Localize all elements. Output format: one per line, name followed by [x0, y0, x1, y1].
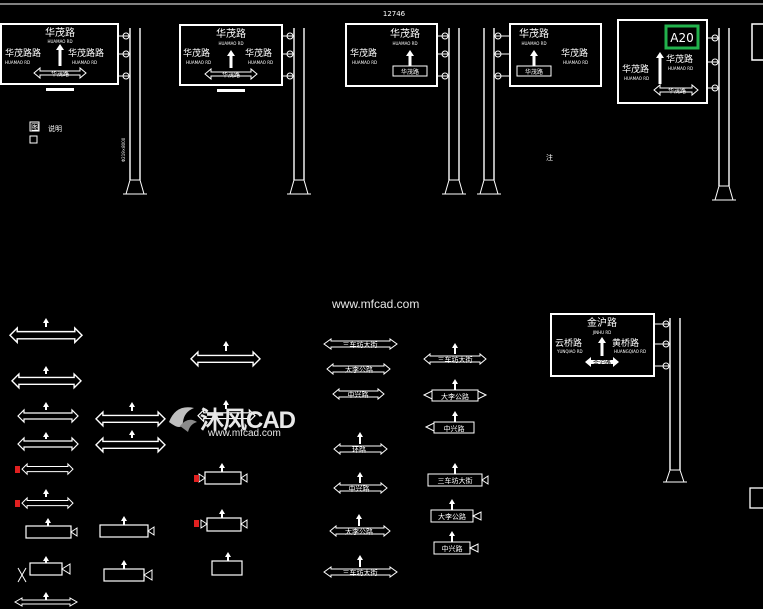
gantry-sign-1: 华茂路 HUAMAO RD 华茂路路 HUAMAO RD 华茂路路 HUAMAO… [0, 23, 147, 195]
sign5-right-road: 华茂路 [666, 53, 693, 65]
svg-text:三车坊大街: 三车坊大街 [438, 355, 473, 364]
sign2-ahead: 华茂路 [222, 71, 240, 79]
sign3-left-road-en: HUAMAO RD [352, 60, 377, 65]
col3-sign-3: 中兴路 [332, 387, 385, 401]
sign3-ahead: 华茂路 [401, 68, 419, 76]
col3-sign-1: 三车坊大街 [323, 338, 398, 350]
sign3-road-main: 华茂路 [390, 27, 420, 40]
watermark-logo-text: 沐风CAD [200, 407, 296, 434]
gantry-sign-5: A20 华茂路 HUAMAO RD 华茂路 HUAMAO RD 华茂路 [617, 19, 736, 201]
sign1-ahead: 华茂路 [51, 70, 69, 78]
sign1-left-road-en: HUAMAO RD [5, 60, 30, 65]
gantry-sign-4: 华茂路 HUAMAO RD 华茂路 HUAMAO RD 华茂路 [477, 23, 602, 195]
sign5-right-road-en: HUAMAO RD [668, 66, 693, 71]
pole-spec-1: Φ219×8000 [121, 137, 126, 162]
sign5-ahead: 华茂路 [668, 87, 686, 95]
small-signs-col4: 三车坊大街 大李公路 中兴路 三车坊大街 大李公路 中兴路 [422, 343, 489, 555]
svg-text:大李公路: 大李公路 [441, 392, 469, 401]
svg-text:中兴路: 中兴路 [442, 544, 463, 553]
col3-sign-2: 大李公路 [326, 362, 391, 376]
col4-sign-1: 三车坊大街 [423, 343, 487, 366]
sign2-road-main: 华茂路 [216, 27, 246, 40]
large-right-road: 黄桥路 [612, 337, 639, 349]
large-left-road-en: YUNQIAO RD [556, 349, 583, 354]
sign2-right-road-en: HUAMAO RD [248, 60, 273, 65]
col3-sign-6: 大李公路 [329, 514, 391, 538]
sign2-right-road: 华茂路 [245, 47, 272, 59]
sign3-left-road: 华茂路 [350, 47, 377, 59]
svg-text:三车坊大街: 三车坊大街 [343, 568, 378, 577]
large-road-main-en: JINHU RD [592, 330, 611, 335]
small-note: 注 [546, 153, 553, 162]
sign4-right-road: 华茂路 [561, 47, 588, 59]
svg-text:中兴路: 中兴路 [348, 390, 369, 399]
small-signs-col1 [9, 318, 83, 607]
col4-sign-5: 大李公路 [430, 499, 482, 523]
col3-sign-5: 中兴路 [333, 472, 388, 495]
svg-text:中兴路: 中兴路 [349, 484, 370, 493]
svg-text:环路: 环路 [352, 445, 366, 454]
col4-sign-4: 三车坊大街 [427, 463, 489, 487]
svg-text:三车坊大街: 三车坊大街 [343, 340, 378, 349]
col4-sign-6: 中兴路 [433, 531, 479, 555]
route-badge: A20 [670, 31, 693, 45]
gantry-sign-2: 华茂路 HUAMAO RD 华茂路 HUAMAO RD 华茂路 HUAMAO R… [179, 24, 311, 195]
large-ahead: 金沪路 [593, 359, 611, 367]
sign5-left-road: 华茂路 [622, 63, 649, 75]
watermark-url: www.mfcad.com [332, 297, 420, 311]
sign2-road-main-en: HUAMAO RD [218, 41, 243, 46]
col3-sign-7: 三车坊大街 [323, 555, 398, 578]
svg-text:三车坊大街: 三车坊大街 [438, 476, 473, 485]
watermark-logo-icon [166, 402, 200, 436]
small-signs-col2 [95, 402, 166, 582]
large-road-main: 金沪路 [587, 316, 617, 329]
small-signs-col2b [190, 341, 261, 576]
sign4-right-road-en: HUAMAO RD [563, 60, 588, 65]
sign4-road-main: 华茂路 [519, 27, 549, 40]
sign5-left-road-en: HUAMAO RD [624, 76, 649, 81]
sign4-road-main-en: HUAMAO RD [521, 41, 546, 46]
col4-sign-3: 中兴路 [424, 411, 475, 434]
sign1-road-main: 华茂路 [45, 26, 75, 39]
col4-sign-2: 大李公路 [422, 379, 488, 402]
sign4-ahead: 华茂路 [525, 68, 543, 76]
sign3-road-main-en: HUAMAO RD [392, 41, 417, 46]
sign1-road-main-en: HUAMAO RD [47, 39, 72, 44]
sign1-right-road: 华茂路路 [68, 47, 104, 59]
svg-text:大李公路: 大李公路 [345, 365, 373, 374]
svg-text:中兴路: 中兴路 [444, 424, 465, 433]
dimension-label: 12746 [383, 10, 406, 18]
legend-mark-b: 说明 [48, 124, 62, 133]
large-sign: 金沪路 JINHU RD 云桥路 YUNQIAO RD 黄桥路 HUANGQIA… [550, 313, 687, 483]
small-signs-col3: 三车坊大街 大李公路 中兴路 环路 中兴路 大李公路 三车坊大街 [323, 338, 398, 578]
large-right-road-en: HUANGQIAO RD [614, 349, 646, 354]
large-left-road: 云桥路 [555, 337, 582, 349]
gantry-sign-3: 华茂路 HUAMAO RD 华茂路 HUAMAO RD 华茂路 [345, 23, 466, 195]
sign2-left-road: 华茂路 [183, 47, 210, 59]
svg-text:大李公路: 大李公路 [345, 527, 373, 536]
svg-text:大李公路: 大李公路 [438, 512, 466, 521]
sign1-right-road-en: HUAMAO RD [72, 60, 97, 65]
col3-sign-4: 环路 [333, 432, 388, 456]
watermark-logo-url: www.mfcad.com [208, 428, 281, 439]
legend-mark-a: 图 [31, 123, 39, 132]
sign2-left-road-en: HUAMAO RD [186, 60, 211, 65]
route-badge-frame [664, 24, 700, 50]
sign1-left-road: 华茂路路 [5, 47, 41, 59]
